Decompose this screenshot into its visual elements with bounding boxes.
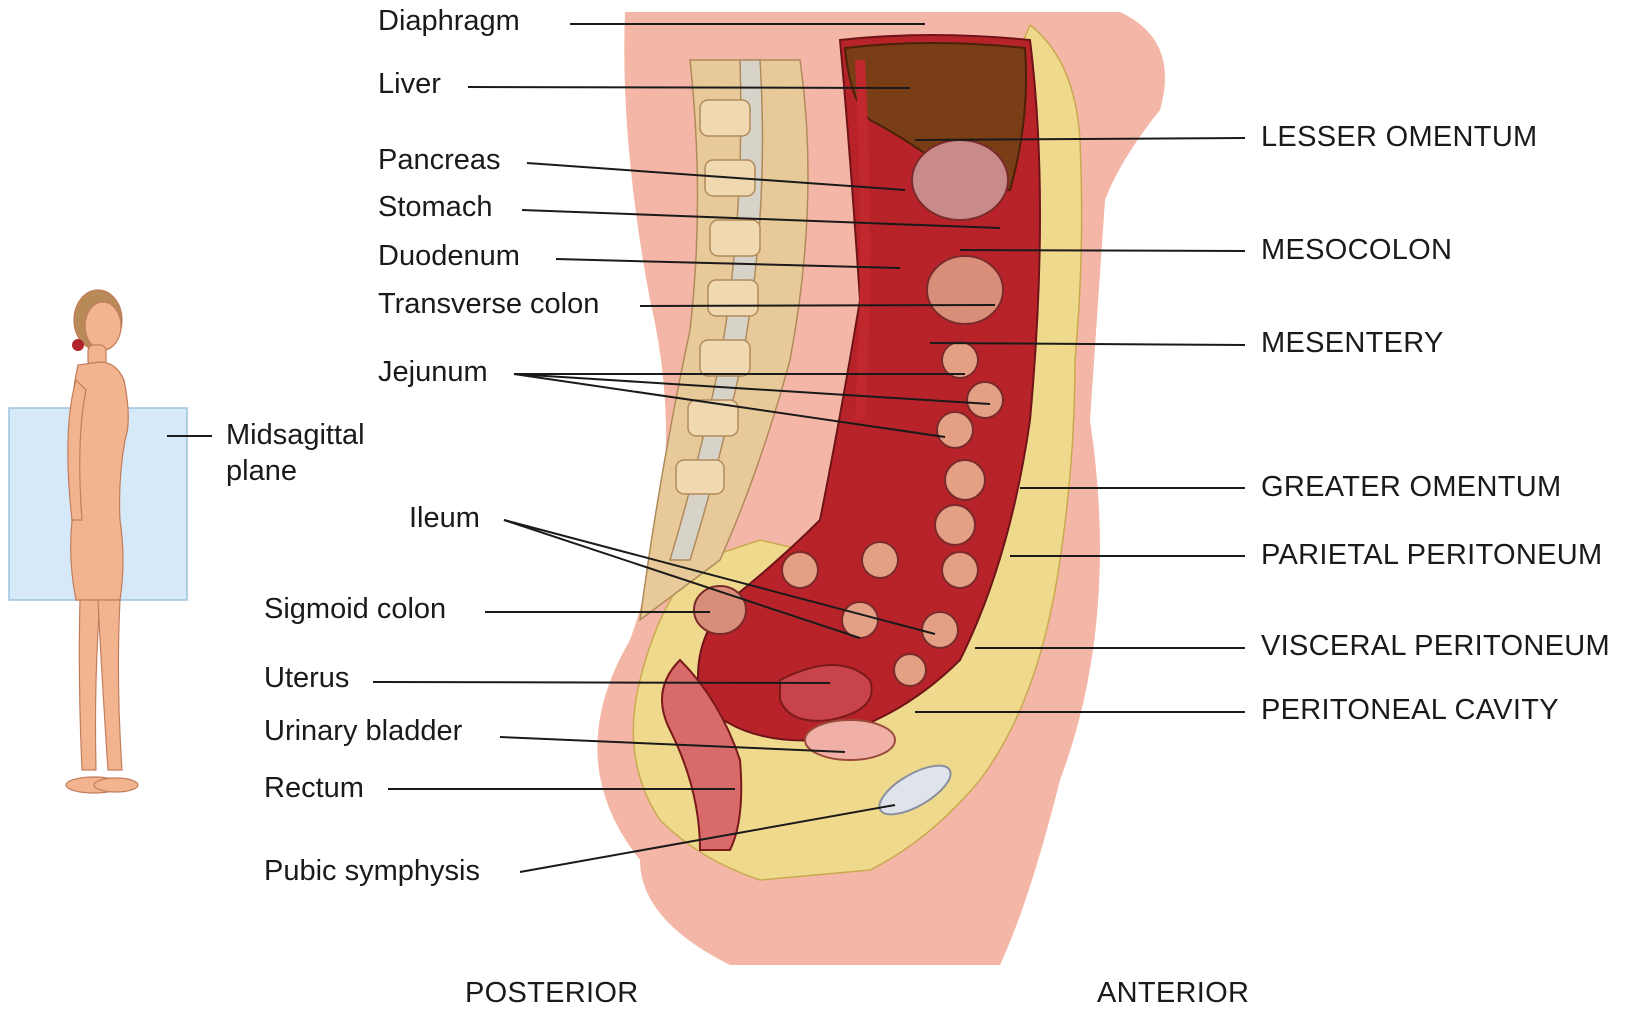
label-mesentery: MESENTERY <box>1261 327 1444 360</box>
label-visceral-peritoneum: VISCERAL PERITONEUM <box>1261 630 1610 663</box>
stomach-shape <box>912 140 1008 220</box>
transverse-colon-shape <box>927 256 1003 324</box>
label-greater-omentum: GREATER OMENTUM <box>1261 471 1561 504</box>
aorta <box>860 60 865 420</box>
label-anterior: ANTERIOR <box>1097 977 1249 1010</box>
label-stomach: Stomach <box>378 191 492 224</box>
label-sigmoid-colon: Sigmoid colon <box>264 593 446 626</box>
label-ileum: Ileum <box>409 502 480 535</box>
label-uterus: Uterus <box>264 662 349 695</box>
label-pancreas: Pancreas <box>378 144 501 177</box>
label-parietal-peritoneum: PARIETAL PERITONEUM <box>1261 539 1602 572</box>
label-peritoneal-cavity: PERITONEAL CAVITY <box>1261 694 1559 727</box>
label-urinary-bladder: Urinary bladder <box>264 715 462 748</box>
sigmoid-colon-shape <box>694 586 746 634</box>
label-jejunum: Jejunum <box>378 356 488 389</box>
label-pubic-symphysis: Pubic symphysis <box>264 855 480 888</box>
label-duodenum: Duodenum <box>378 240 520 273</box>
label-rectum: Rectum <box>264 772 364 805</box>
label-midsagittal-line1: Midsagittal <box>226 419 365 452</box>
label-diaphragm: Diaphragm <box>378 5 520 38</box>
label-liver: Liver <box>378 68 441 101</box>
label-midsagittal-line2: plane <box>226 455 297 488</box>
label-lesser-omentum: LESSER OMENTUM <box>1261 121 1538 154</box>
label-transverse-colon: Transverse colon <box>378 288 599 321</box>
bladder-shape <box>805 720 895 760</box>
label-mesocolon: MESOCOLON <box>1261 234 1452 267</box>
label-posterior: POSTERIOR <box>465 977 639 1010</box>
